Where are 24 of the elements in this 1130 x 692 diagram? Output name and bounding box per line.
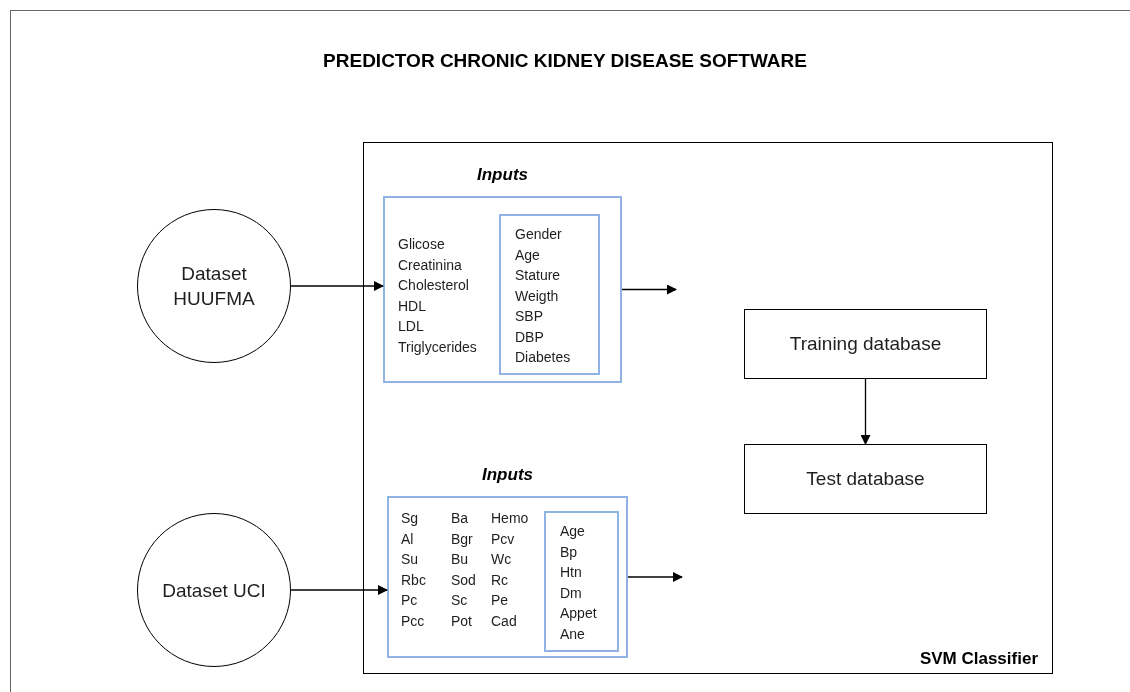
input-variable-list: Age Bp Htn Dm Appet Ane — [560, 521, 617, 644]
inputs-heading: Inputs — [477, 164, 528, 186]
input-variable-list: Sg Al Su Rbc Pc Pcc — [401, 508, 426, 631]
classifier-panel — [363, 142, 1053, 674]
diagram-title: PREDICTOR CHRONIC KIDNEY DISEASE SOFTWARE — [323, 49, 807, 73]
arrow — [627, 572, 683, 582]
panel-title: SVM Classifier — [919, 647, 1038, 670]
input-variable-list: Gender Age Stature Weigth SBP DBP Diabetes — [515, 224, 598, 368]
arrow — [860, 378, 871, 445]
database-label: Training database — [789, 331, 942, 356]
input-variable-list: Glicose Creatinina Cholesterol HDL LDL Triglycerides — [398, 234, 477, 357]
inputs-subbox — [544, 511, 619, 652]
arrow — [290, 585, 388, 595]
dataset-label: Dataset HUUFMA — [172, 262, 256, 311]
arrow — [290, 281, 384, 291]
dataset-label: Dataset UCI — [161, 578, 267, 603]
database-label: Test database — [806, 466, 925, 491]
database-box — [744, 444, 987, 514]
inputs-subbox — [499, 214, 600, 375]
inputs-heading: Inputs — [482, 464, 533, 486]
database-box — [744, 309, 987, 379]
arrow — [621, 284, 677, 295]
input-variable-list: Ba Bgr Bu Sod Sc Pot — [451, 508, 476, 631]
input-variable-list: Hemo Pcv Wc Rc Pe Cad — [491, 508, 529, 631]
